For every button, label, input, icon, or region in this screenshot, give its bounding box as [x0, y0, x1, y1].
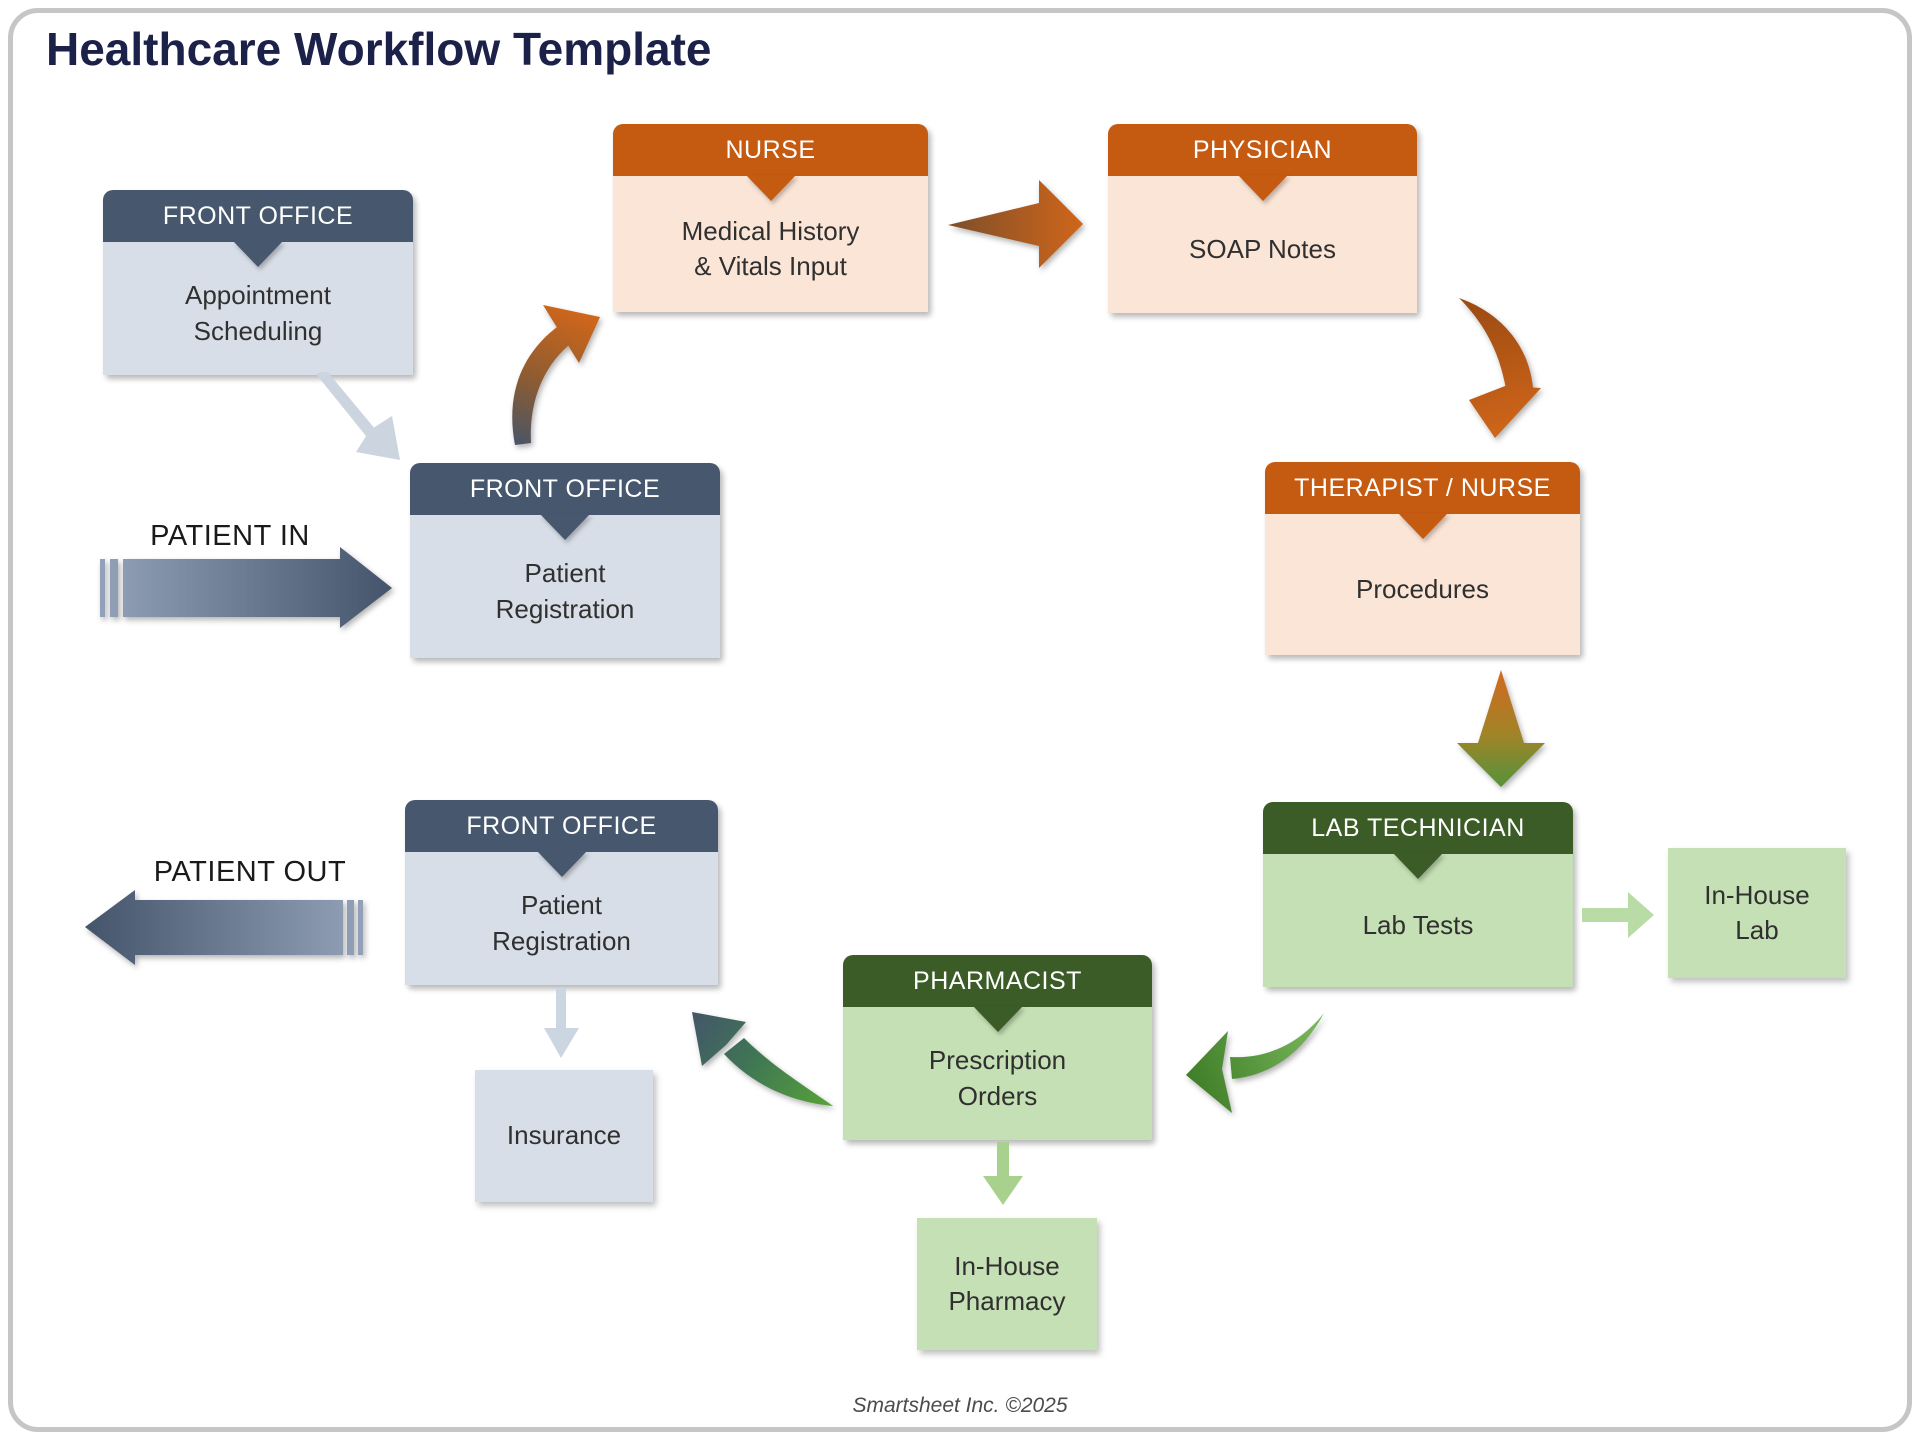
node-role-label: FRONT OFFICE	[162, 201, 354, 230]
node-role-header: PHARMACIST	[843, 955, 1152, 1007]
patient-out-arrow	[85, 890, 365, 965]
arrow-registration-to-insurance	[540, 988, 583, 1058]
node-role-header: THERAPIST / NURSE	[1265, 462, 1580, 514]
node-patient-registration-in: FRONT OFFICE Patient Registration	[410, 463, 720, 658]
node-role-header: LAB TECHNICIAN	[1263, 802, 1573, 854]
node-lab-technician: LAB TECHNICIAN Lab Tests	[1263, 802, 1573, 987]
node-role-label: PHYSICIAN	[1192, 135, 1333, 164]
node-insurance: Insurance	[475, 1070, 653, 1202]
arrow-lab-to-pharmacist	[1186, 1013, 1326, 1123]
node-role-header: FRONT OFFICE	[405, 800, 718, 852]
node-role-label: NURSE	[725, 135, 816, 164]
node-inhouse-lab: In-House Lab	[1668, 848, 1846, 978]
node-therapist-nurse: THERAPIST / NURSE Procedures	[1265, 462, 1580, 655]
arrow-nurse-to-physician	[948, 180, 1083, 268]
node-role-label: FRONT OFFICE	[469, 474, 661, 503]
node-appointment-scheduling: FRONT OFFICE Appointment Scheduling	[103, 190, 413, 375]
patient-in-label: PATIENT IN	[150, 520, 310, 552]
arrow-physician-to-therapist	[1443, 298, 1543, 438]
arrow-therapist-to-lab	[1457, 670, 1545, 787]
arrow-pharmacist-to-registration	[690, 1008, 835, 1108]
node-patient-registration-out: FRONT OFFICE Patient Registration	[405, 800, 718, 985]
node-role-header: FRONT OFFICE	[410, 463, 720, 515]
patient-out-label: PATIENT OUT	[153, 856, 347, 888]
node-role-label: LAB TECHNICIAN	[1311, 813, 1525, 842]
node-role-header: PHYSICIAN	[1108, 124, 1417, 176]
node-pharmacist: PHARMACIST Prescription Orders	[843, 955, 1152, 1140]
page-title: Healthcare Workflow Template	[46, 23, 712, 75]
arrow-lab-to-inhouse-lab	[1582, 892, 1654, 938]
node-role-label: THERAPIST / NURSE	[1294, 473, 1551, 502]
node-role-label: PHARMACIST	[913, 966, 1082, 995]
patient-in-arrow	[100, 547, 392, 628]
node-role-label: FRONT OFFICE	[466, 811, 657, 840]
arrow-pharmacist-to-pharmacy	[983, 1142, 1023, 1205]
node-role-header: FRONT OFFICE	[103, 190, 413, 242]
footer-credit: Smartsheet Inc. ©2025	[852, 1394, 1068, 1417]
node-nurse: NURSE Medical History & Vitals Input	[613, 124, 928, 312]
arrow-registration-to-nurse	[505, 305, 600, 445]
node-inhouse-pharmacy: In-House Pharmacy	[917, 1218, 1097, 1350]
node-physician: PHYSICIAN SOAP Notes	[1108, 124, 1417, 313]
node-task-label: Medical History & Vitals Input	[613, 176, 928, 312]
arrow-appointment-to-registration	[312, 372, 402, 462]
node-role-header: NURSE	[613, 124, 928, 176]
